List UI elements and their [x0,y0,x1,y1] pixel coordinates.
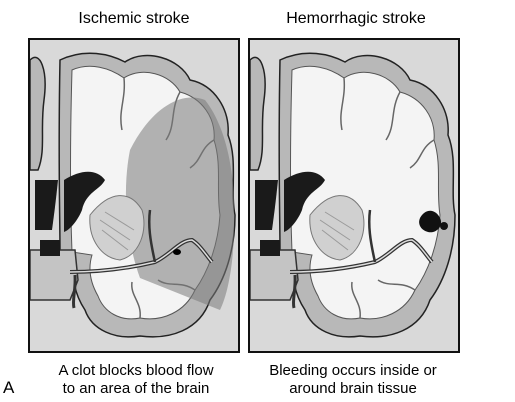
ischemic-stroke-panel [28,38,240,353]
hemorrhagic-caption-line-2: around brain tissue [289,380,417,397]
ischemic-stroke-title: Ischemic stroke [78,10,190,27]
hemorrhagic-stroke-caption: Bleeding occurs inside or around brain t… [233,362,473,398]
ischemic-brain-illustration [30,52,236,338]
hemorrhagic-stroke-title: Hemorrhagic stroke [286,10,426,27]
hemorrhagic-brain-illustration [250,52,456,338]
ischemic-caption-line-1: A clot blocks blood flow [58,362,214,379]
ischemic-caption-line-2: to an area of the brain [62,380,210,397]
hemorrhagic-stroke-panel [248,38,460,353]
hemorrhagic-caption-line-1: Bleeding occurs inside or [269,362,437,379]
ischemic-stroke-caption: A clot blocks blood flow to an area of t… [16,362,256,398]
figure-letter-label: A [3,378,15,397]
